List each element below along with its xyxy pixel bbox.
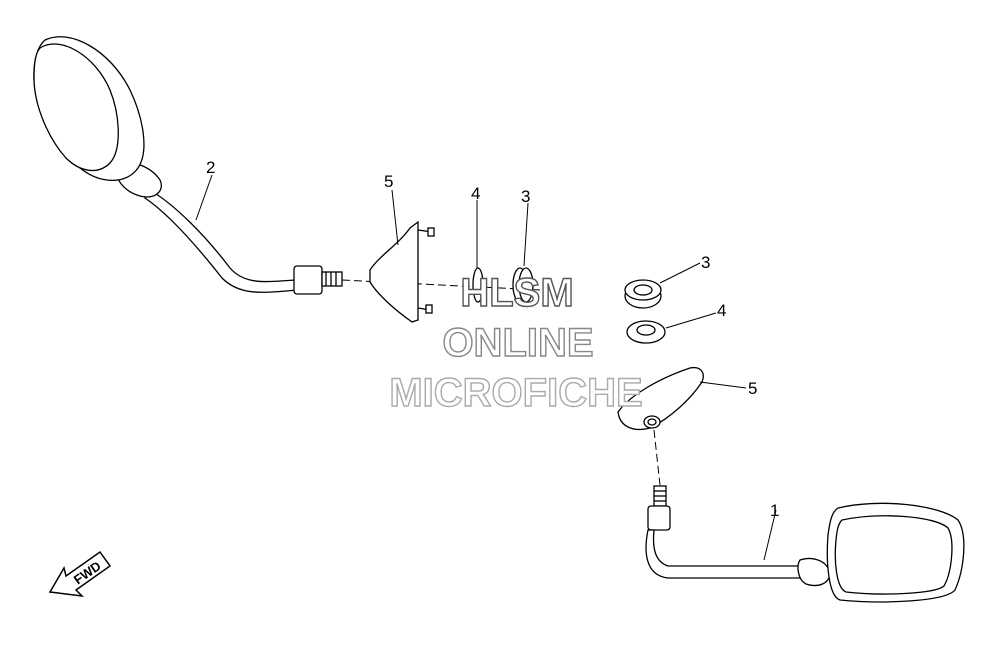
callout-stay-left: 5 — [384, 172, 393, 191]
callout-washer-left: 4 — [471, 184, 480, 203]
callout-nut-left: 3 — [521, 187, 530, 206]
callout-mirror-left: 2 — [206, 158, 215, 177]
right-washer — [626, 320, 666, 344]
left-washer — [472, 267, 484, 303]
right-nut — [624, 279, 662, 309]
right-center-line — [653, 429, 661, 486]
forward-arrow-icon: FWD — [48, 550, 112, 598]
callout-stay-right: 5 — [748, 379, 757, 398]
callout-washer-right: 4 — [717, 301, 726, 320]
watermark-line-3: MICROFICHE — [389, 371, 642, 415]
right-mirror-assembly — [645, 485, 965, 603]
callout-nut-right: 3 — [701, 253, 710, 272]
left-stay — [369, 220, 435, 323]
leader-lines — [195, 174, 777, 561]
callout-mirror-right: 1 — [770, 501, 779, 520]
watermark-line-1: HLSM — [460, 271, 573, 315]
watermark-line-2: ONLINE — [442, 321, 593, 365]
watermark: HLSM ONLINE MICROFICHE — [389, 270, 644, 415]
left-mirror-assembly — [33, 36, 343, 295]
left-nut — [512, 267, 534, 303]
left-center-line — [341, 279, 541, 291]
